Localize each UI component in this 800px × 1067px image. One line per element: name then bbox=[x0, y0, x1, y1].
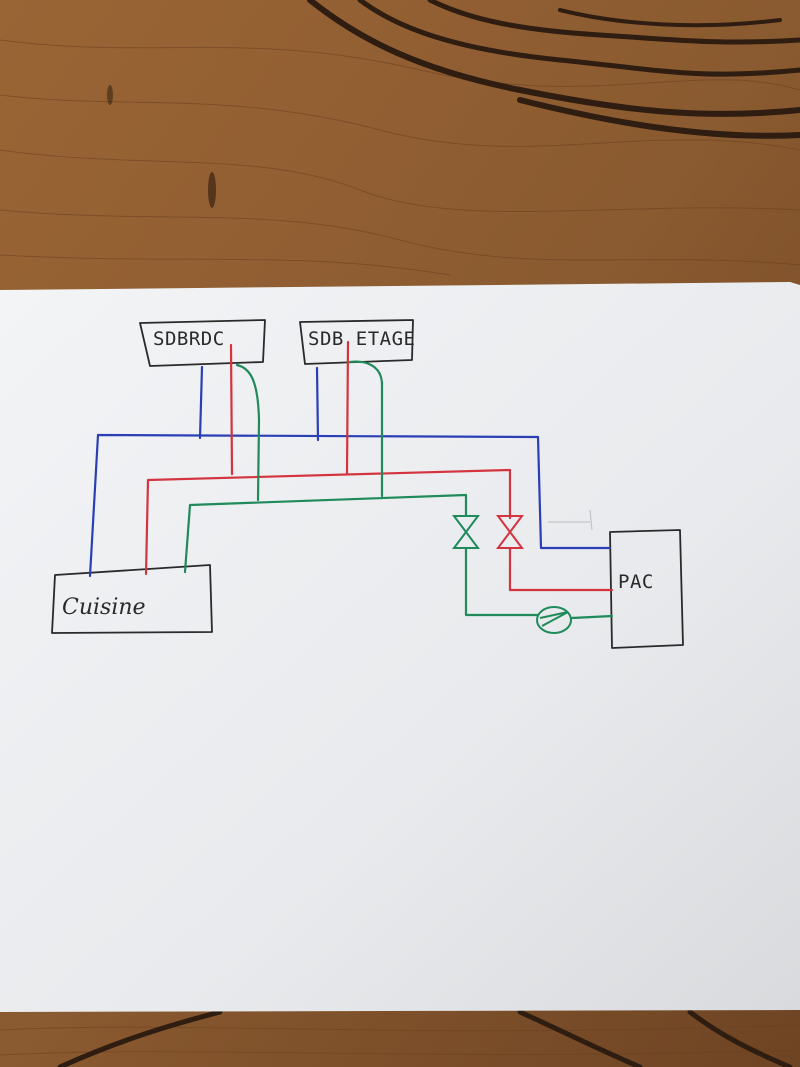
paper-sheet bbox=[0, 282, 800, 1012]
sdb-rdc-label: SDBRDC bbox=[153, 328, 225, 350]
green-valve-icon bbox=[452, 515, 480, 549]
pencil-marks bbox=[548, 509, 593, 531]
cuisine-box: Cuisine bbox=[51, 564, 213, 634]
green-pipe-network bbox=[183, 360, 614, 620]
circulator-pump-icon bbox=[536, 606, 572, 634]
cuisine-label: Cuisine bbox=[62, 595, 146, 620]
red-pipe-network bbox=[144, 340, 614, 592]
wood-grain bbox=[0, 39, 800, 1056]
wood-carving bbox=[307, 0, 800, 139]
sdb-rdc-box: SDBRDC bbox=[139, 319, 266, 367]
blue-pipe-network bbox=[88, 365, 612, 578]
sdb-etage-box: SDB ETAGE bbox=[299, 319, 415, 365]
pac-box: PAC bbox=[609, 529, 684, 649]
sdb-etage-label: SDB ETAGE bbox=[308, 328, 415, 350]
pac-label: PAC bbox=[618, 571, 654, 593]
red-valve-icon bbox=[496, 515, 524, 549]
